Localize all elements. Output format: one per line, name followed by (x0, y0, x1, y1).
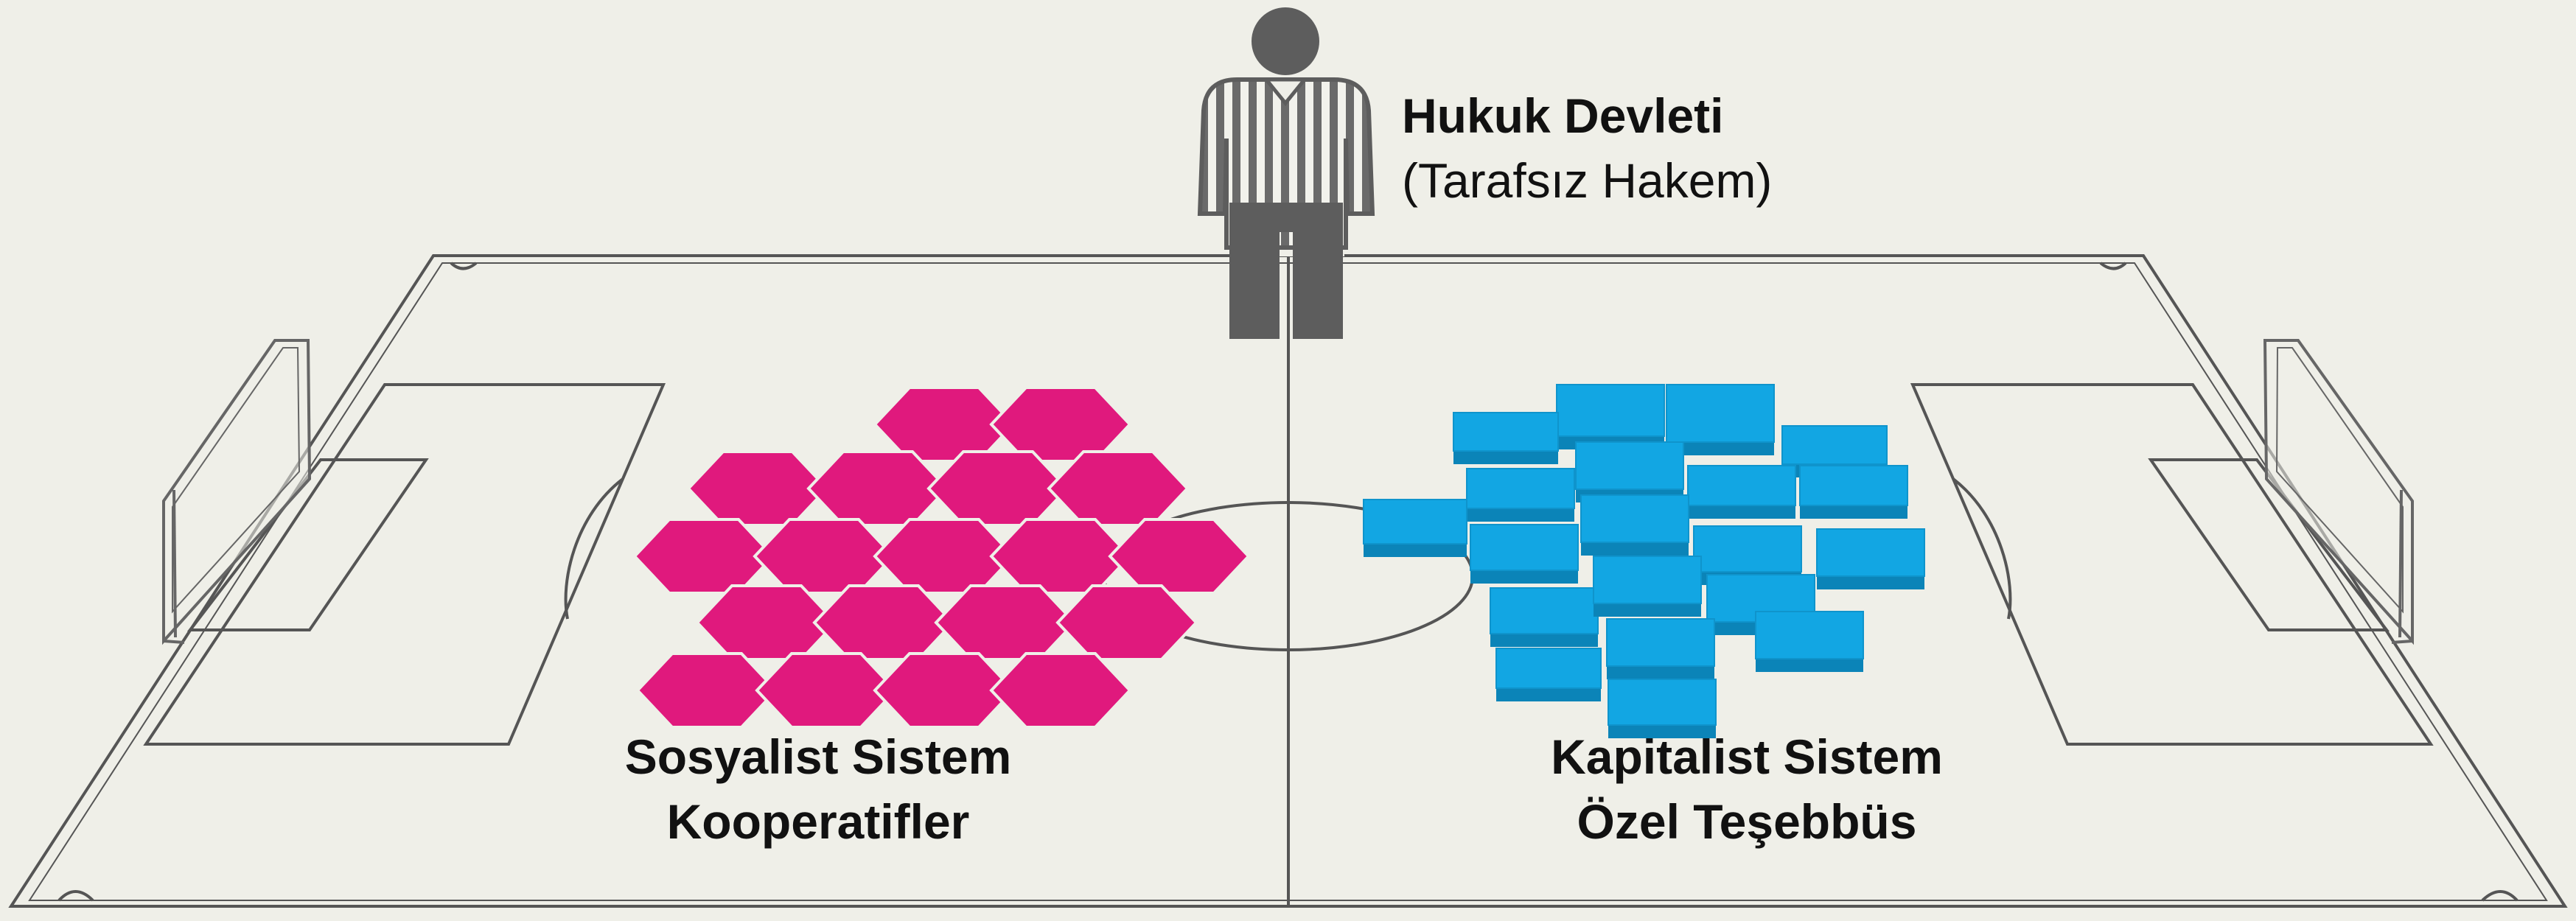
block-side (1581, 542, 1689, 556)
referee-right-leg (1293, 221, 1343, 339)
referee-icon (1197, 7, 1375, 339)
block-side (1364, 544, 1467, 557)
referee-subtitle: (Tarafsız Hakem) (1402, 153, 1772, 208)
block-side (1756, 659, 1863, 672)
block-side (1817, 576, 1924, 589)
field-inner-outline (28, 262, 2548, 901)
block-side (1666, 442, 1774, 455)
field-outline (8, 254, 2568, 908)
hexagon-cell (1108, 518, 1251, 595)
football-field (8, 254, 2568, 908)
left-system-title: Sosyalist Sistem (625, 729, 1012, 784)
right-goal-frame (2263, 339, 2414, 645)
corner-arc-top-right (2099, 262, 2127, 270)
block-side (1688, 505, 1795, 519)
right-goal-box (2148, 458, 2390, 631)
referee-head (1252, 7, 1319, 75)
block-tile (1816, 528, 1925, 577)
referee-left-leg (1229, 221, 1280, 339)
block-side (1490, 634, 1598, 647)
block-tile (1453, 412, 1559, 452)
hexagon-cell (1055, 584, 1198, 661)
left-system-subtitle: Kooperatifler (667, 794, 970, 849)
corner-arc-top-left (450, 262, 478, 270)
hexagon-cell (812, 584, 955, 661)
block-tile (1556, 384, 1665, 437)
block-side (1800, 505, 1907, 519)
hexagon-cell (632, 518, 775, 595)
block-side (1467, 508, 1574, 522)
block-cluster (1363, 384, 1925, 738)
left-goal-frame (162, 339, 312, 645)
block-tile (1495, 648, 1602, 689)
right-goal (2263, 339, 2414, 645)
left-penalty-arc (564, 477, 624, 620)
block-tile (1575, 441, 1684, 490)
block-tile (1580, 494, 1689, 543)
left-penalty-box (143, 383, 666, 746)
hexagon-cell (934, 584, 1077, 661)
block-tile (1687, 465, 1796, 506)
block-tile (1593, 556, 1702, 604)
block-tile (1490, 587, 1599, 634)
corner-arc-bottom-right (2481, 890, 2519, 902)
block-side (1607, 666, 1714, 679)
referee-collar (1262, 77, 1309, 106)
right-penalty-arc (1952, 477, 2012, 620)
block-tile (1363, 499, 1467, 544)
left-goal (162, 339, 312, 645)
left-goal-box (186, 458, 429, 631)
block-tile (1799, 465, 1908, 506)
block-side (1594, 603, 1701, 617)
block-tile (1466, 468, 1575, 509)
block-tile (1755, 611, 1864, 659)
hexagon-cluster (632, 386, 1251, 729)
right-system-title: Kapitalist Sistem (1551, 729, 1943, 784)
corner-arc-bottom-left (57, 890, 94, 902)
block-tile (1693, 525, 1802, 572)
hexagon-cell (753, 518, 896, 595)
block-side (1453, 451, 1558, 464)
hexagon-cell (989, 652, 1132, 729)
block-tile (1666, 384, 1775, 443)
block-side (1470, 570, 1578, 584)
right-penalty-box (1910, 383, 2434, 746)
right-system-subtitle: Özel Teşebbüs (1577, 794, 1917, 849)
labels: Hukuk Devleti (Tarafsız Hakem) Sosyalist… (625, 88, 1943, 849)
hexagon-cell (686, 450, 829, 527)
block-tile (1606, 618, 1715, 667)
block-tile (1608, 679, 1717, 726)
referee-title: Hukuk Devleti (1402, 88, 1723, 143)
block-tile (1781, 425, 1888, 465)
block-side (1496, 688, 1601, 701)
block-tile (1470, 524, 1579, 571)
block-side (1608, 725, 1716, 738)
